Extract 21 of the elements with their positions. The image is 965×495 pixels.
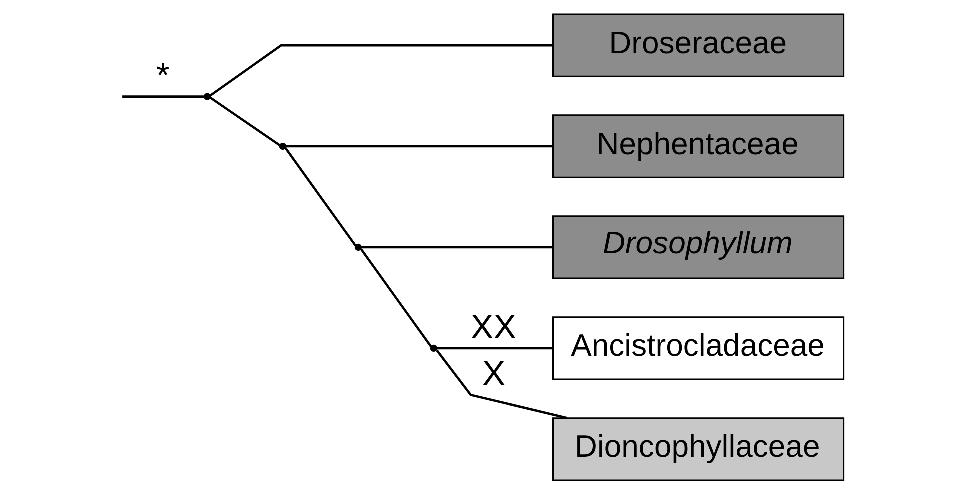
node-point (430, 344, 438, 352)
connector (286, 145, 554, 148)
node-box: Droseraceae (552, 14, 845, 78)
connector (360, 248, 432, 348)
connector (436, 350, 568, 420)
node-point (354, 244, 362, 252)
node-point (279, 142, 287, 150)
connector (210, 96, 281, 146)
edge-label: X (482, 355, 506, 394)
edge-label: * (156, 56, 170, 95)
node-box: Dioncophyllaceae (552, 418, 845, 482)
connector (437, 347, 553, 350)
connector (122, 96, 205, 98)
connector (362, 246, 553, 249)
edge-label: XX (470, 308, 517, 347)
node-box: Ancistrocladaceae (552, 316, 845, 380)
connector (284, 148, 357, 247)
node-point (204, 93, 212, 100)
node-box: Drosophyllum (552, 216, 845, 280)
connector (210, 44, 554, 97)
node-box: Nephentaceae (552, 114, 845, 178)
